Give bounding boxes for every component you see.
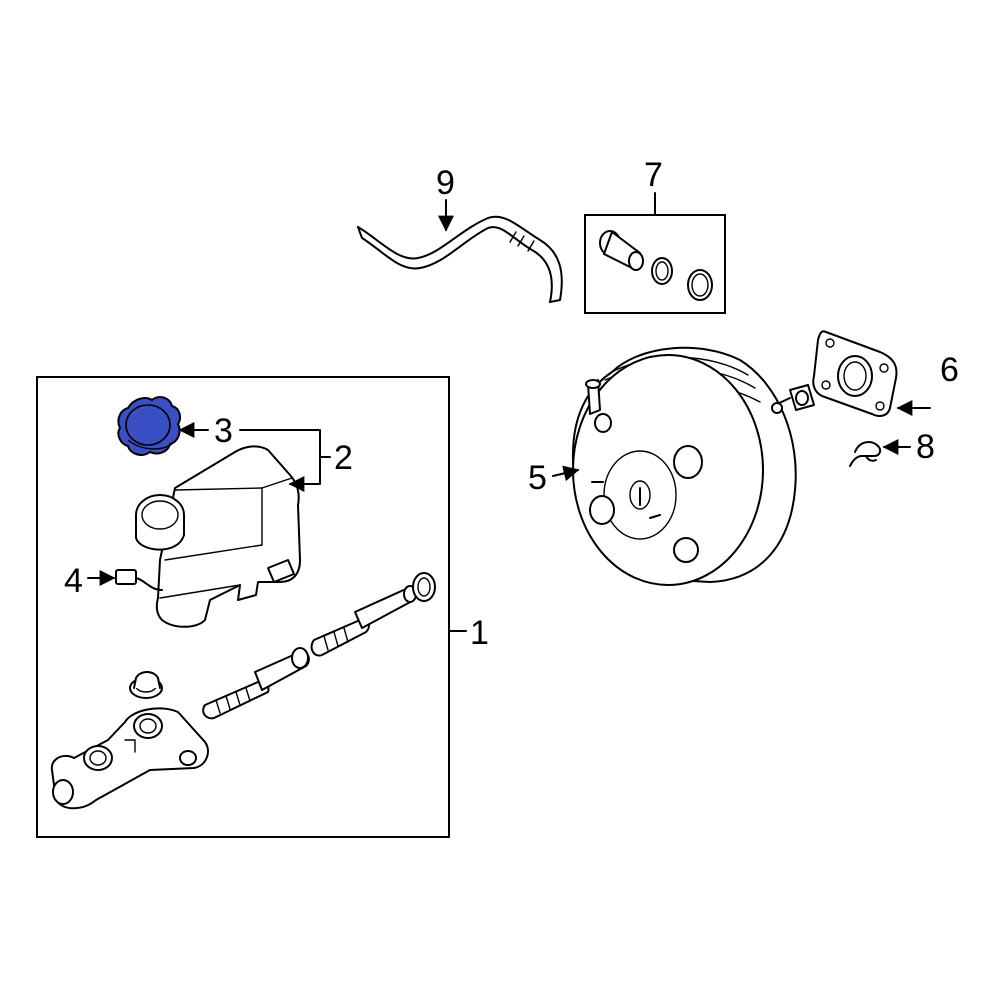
master-cylinder-group-box [36,376,450,838]
check-valve-kit-part[interactable] [584,214,726,314]
callout-5: 5 [528,459,547,497]
master-cylinder-body-part[interactable] [50,707,209,810]
callout-4: 4 [64,562,83,600]
callout-6: 6 [940,351,959,389]
callout-1: 1 [470,614,489,652]
reservoir-part[interactable] [135,445,301,628]
callout-9: 9 [436,164,455,202]
leader-lines [87,192,931,632]
cylinder-o-ring-part[interactable] [412,572,436,602]
callout-2: 2 [334,439,353,477]
callout-3: 3 [214,412,233,450]
callout-7: 7 [644,156,663,194]
level-sensor-part[interactable] [115,569,163,591]
primary-piston-part[interactable] [310,585,417,657]
clip-part[interactable] [849,441,882,467]
grommet-part[interactable] [129,671,163,699]
gasket-part[interactable] [812,330,898,417]
brake-booster-part[interactable] [571,346,815,586]
secondary-piston-part[interactable] [202,647,310,720]
vacuum-hose-part[interactable] [357,215,563,303]
reservoir-cap-part[interactable] [117,396,181,456]
callout-8: 8 [916,428,935,466]
